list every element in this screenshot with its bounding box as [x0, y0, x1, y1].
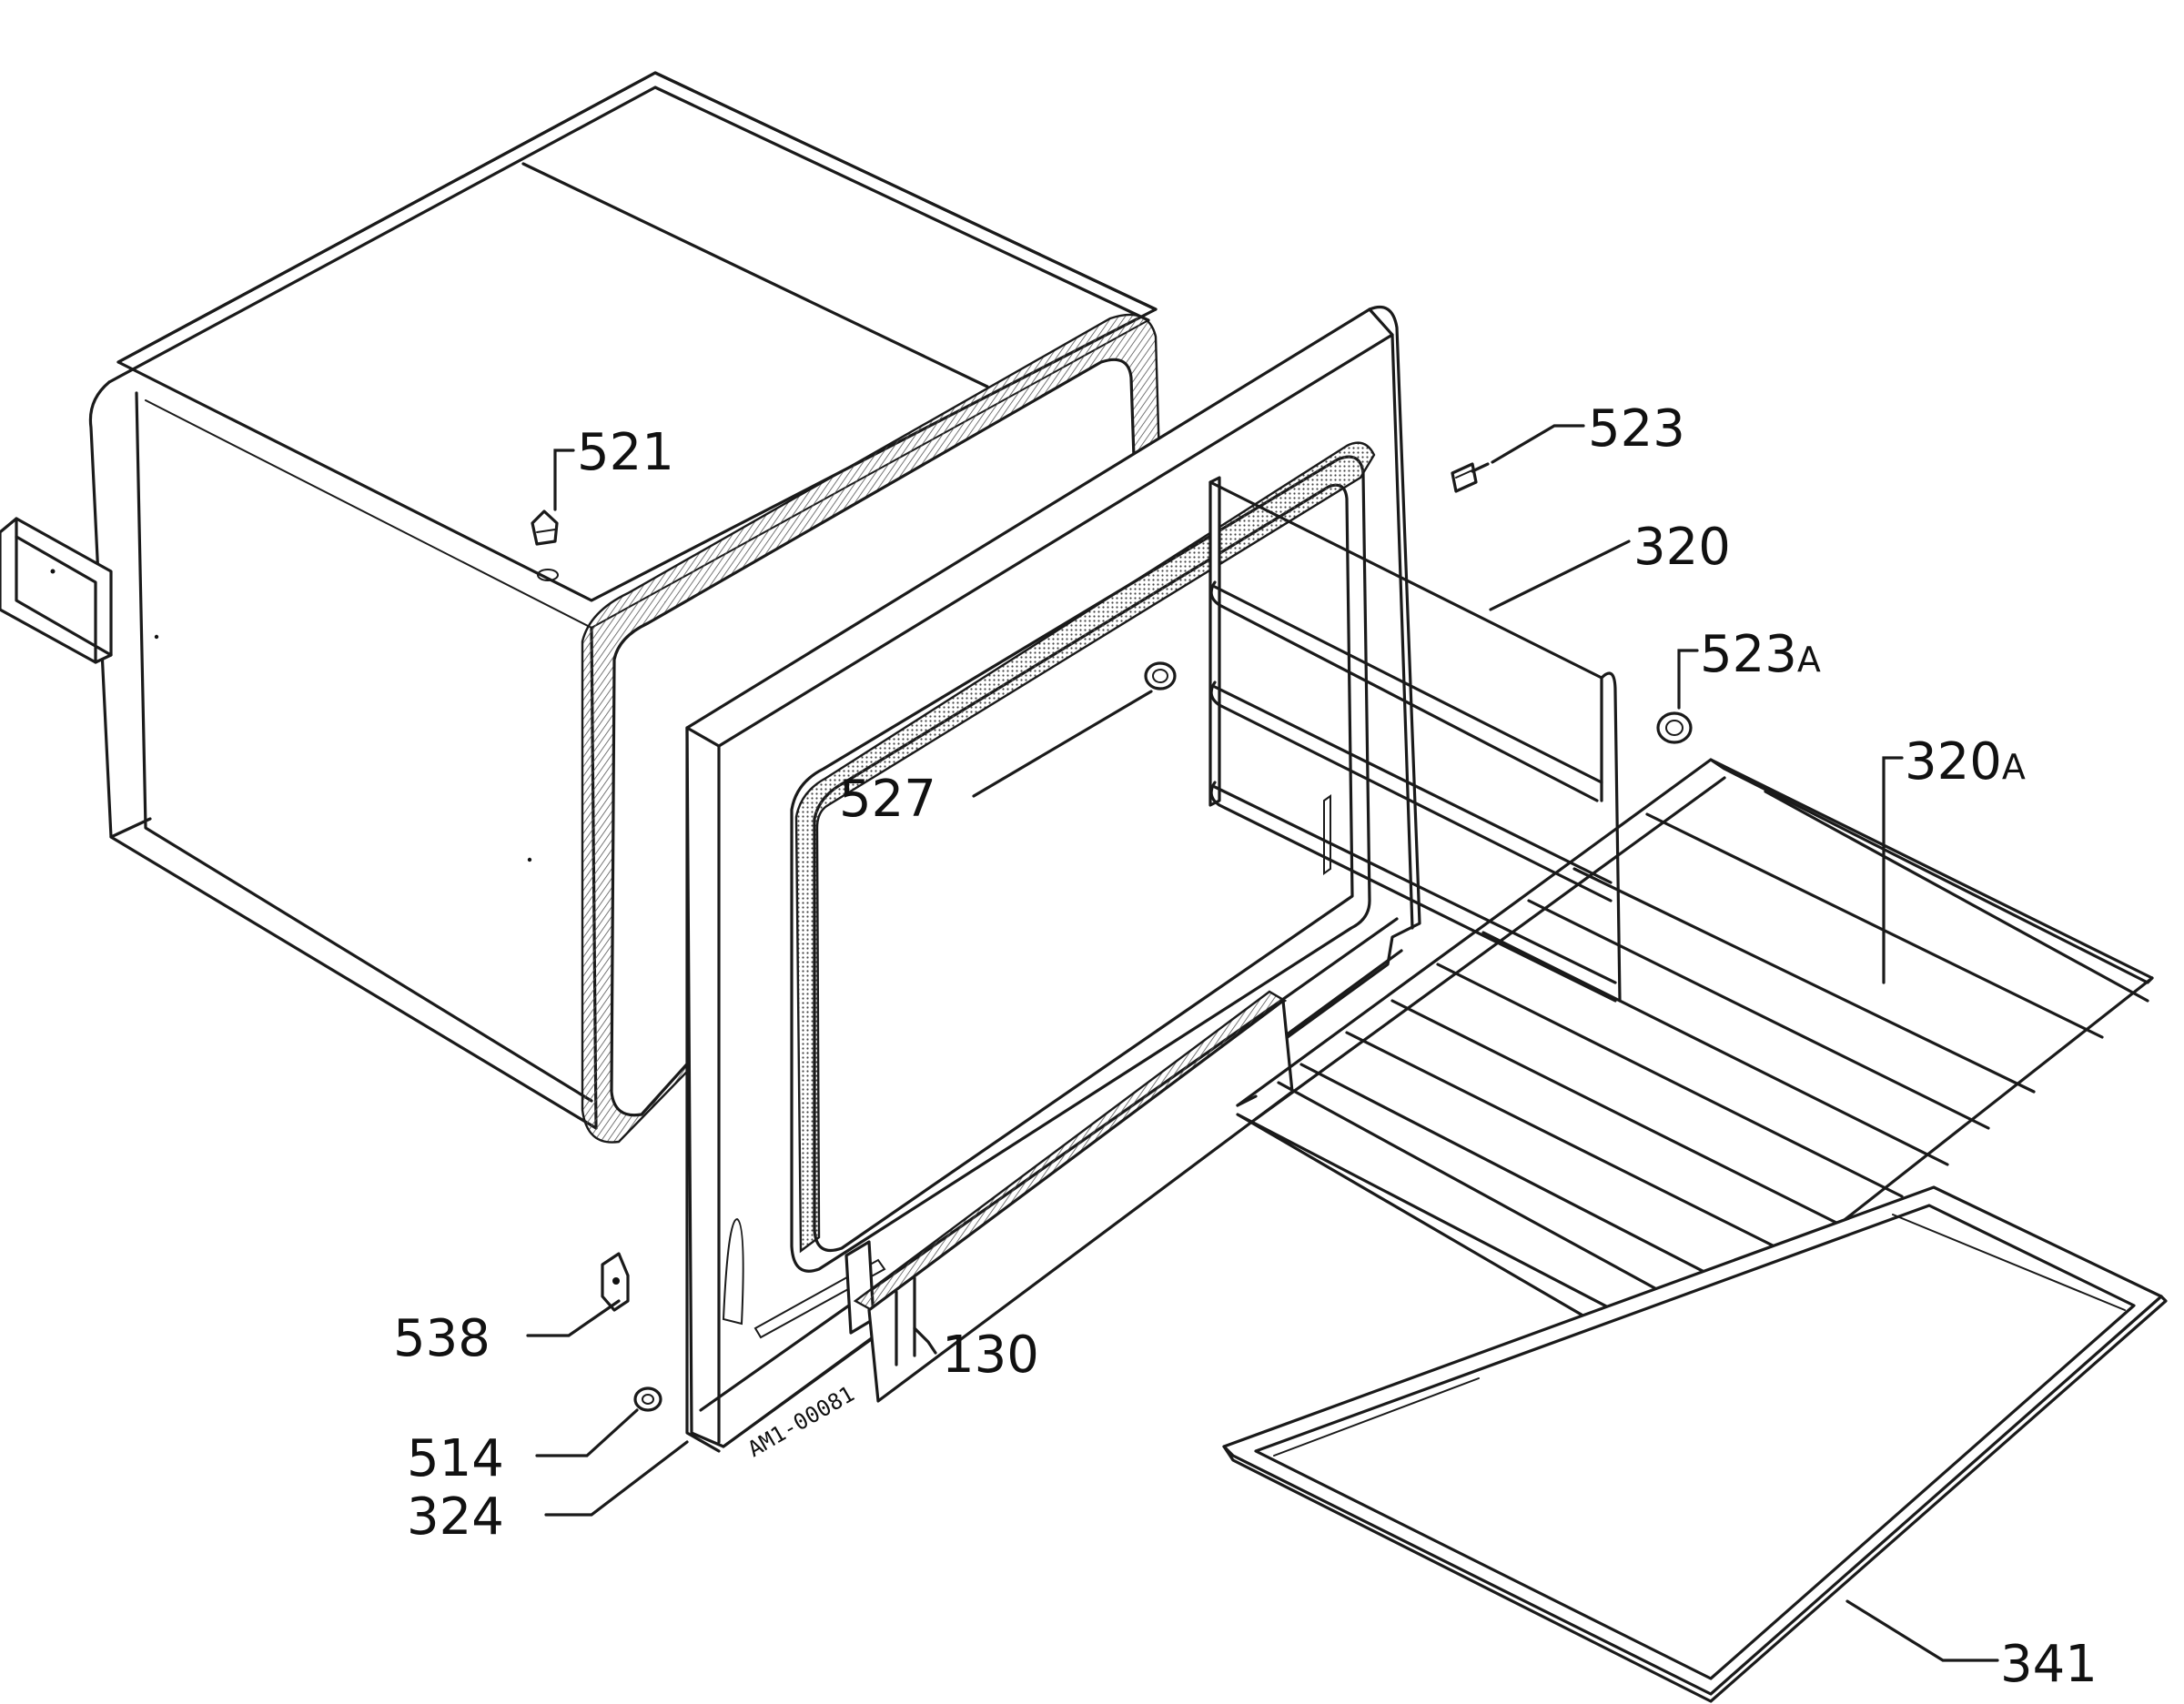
- callout-527: 527: [839, 770, 936, 829]
- callout-341-number: 341: [2000, 1635, 2098, 1694]
- callout-523a-num: 523: [1700, 625, 1797, 684]
- callout-523: 523: [1588, 399, 1685, 459]
- bracket-part: [601, 1252, 630, 1312]
- nut-part: [633, 1386, 662, 1412]
- door-gasket: [794, 441, 1376, 1403]
- callout-324-number: 324: [407, 1487, 504, 1547]
- door-frame: [685, 305, 1421, 1453]
- callout-130: 130: [942, 1326, 1039, 1385]
- callout-523a: 523A: [1700, 625, 1821, 684]
- callout-320a-num: 320: [1905, 732, 2002, 792]
- callout-130-number: 130: [942, 1326, 1039, 1385]
- callout-538-number: 538: [393, 1309, 490, 1368]
- screw-part: [1451, 462, 1490, 493]
- baking-tray: [1222, 1185, 2168, 1703]
- grommet-part: [1656, 711, 1693, 744]
- clip-part: [531, 509, 559, 546]
- callout-514-number: 514: [407, 1429, 504, 1488]
- callout-523-number: 523: [1588, 399, 1685, 459]
- callout-523a-suffix: A: [1797, 640, 1821, 680]
- knob-part: [1144, 661, 1177, 691]
- callout-320a: 320A: [1905, 732, 2026, 792]
- callout-538: 538: [393, 1309, 490, 1368]
- callout-341: 341: [2000, 1635, 2098, 1694]
- wire-shelf: [1236, 758, 2154, 1357]
- leader-lines: [526, 424, 1999, 1662]
- callout-320: 320: [1633, 518, 1731, 577]
- callout-521: 521: [577, 423, 674, 482]
- callout-521-number: 521: [577, 423, 674, 482]
- shelf-support-rail: [1208, 476, 1622, 1003]
- callout-320a-suffix: A: [2002, 747, 2026, 787]
- callout-523a-number: 523A: [1700, 625, 1821, 684]
- callout-514: 514: [407, 1429, 504, 1488]
- callout-320a-number: 320A: [1905, 732, 2026, 792]
- callout-320-number: 320: [1633, 518, 1731, 577]
- callout-324: 324: [407, 1487, 504, 1547]
- callout-527-number: 527: [839, 770, 936, 829]
